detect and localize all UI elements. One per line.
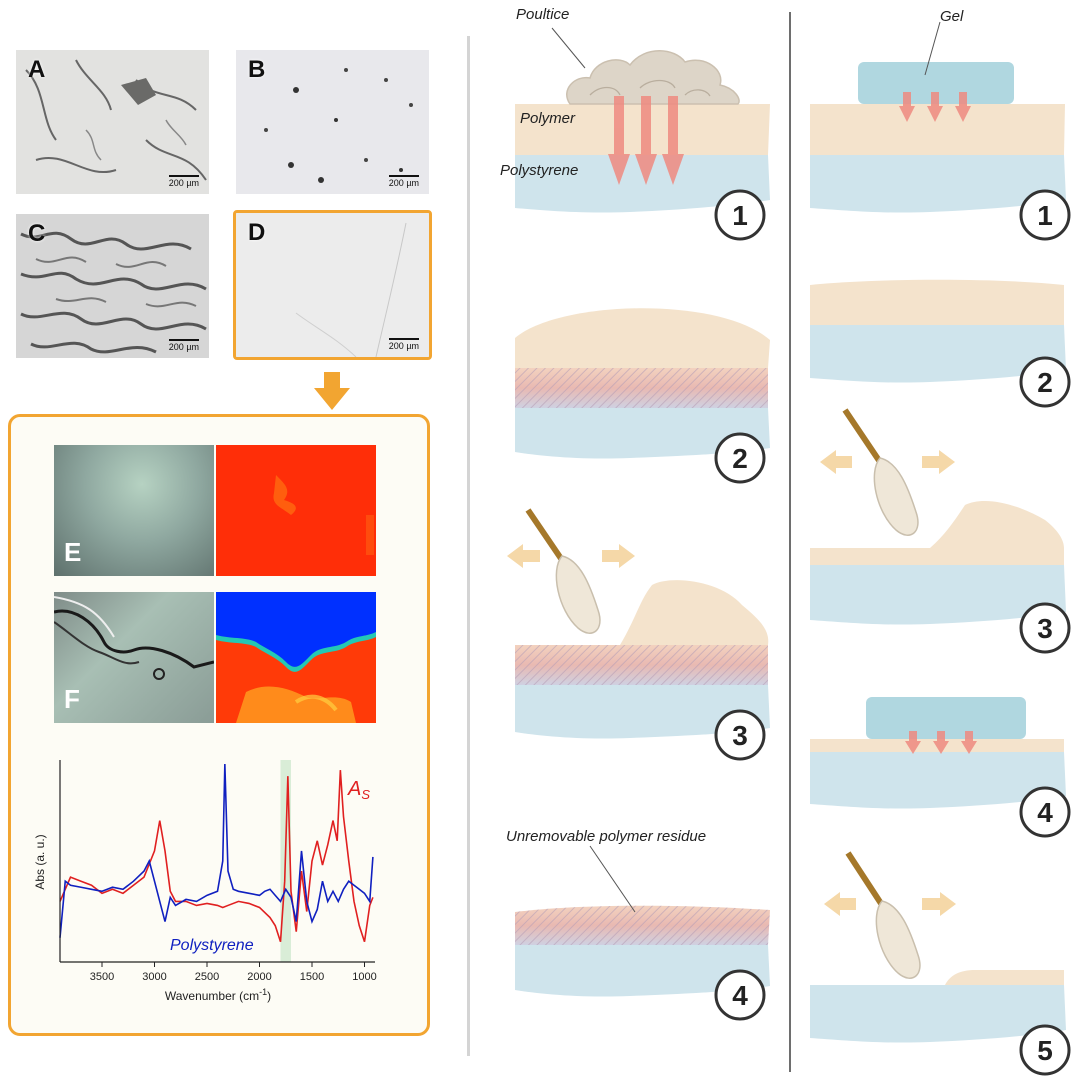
step-number-2: 2 <box>732 443 748 474</box>
polystyrene-label: Polystyrene <box>500 162 579 179</box>
image-f-optical-texture <box>54 596 214 680</box>
x-tick-label: 3000 <box>142 971 166 983</box>
series-red-label: AS <box>347 778 370 802</box>
image-e-map-texture <box>273 475 374 555</box>
x-axis-label: Wavenumber (cm-1) <box>165 987 271 1003</box>
micrograph-d-texture <box>236 213 429 357</box>
micrograph-b-letter: B <box>248 56 266 83</box>
series-blue-label: Polystyrene <box>170 937 254 954</box>
image-f-map-texture <box>216 592 376 723</box>
center-divider <box>789 12 791 1072</box>
left-divider <box>467 36 470 1056</box>
x-tick-label: 2500 <box>195 971 219 983</box>
micrograph-a: A 200 µm <box>16 50 209 194</box>
micrograph-c-texture <box>16 214 209 358</box>
micrograph-a-scalebar: 200 µm <box>169 175 199 188</box>
image-f-optical: F <box>54 592 214 723</box>
image-e-letter: E <box>64 537 82 567</box>
gel-step-number-2: 2 <box>1037 367 1053 398</box>
x-tick-label: 1000 <box>352 971 376 983</box>
residue-label: Unremovable polymer residue <box>506 828 707 845</box>
micrograph-b: B 200 µm <box>236 50 429 194</box>
micrograph-c-letter: C <box>28 220 46 247</box>
image-f-map <box>216 592 376 723</box>
ftir-spectrum-chart: 3500 3000 2500 2000 1500 1000 Abs (a. u.) Wav… <box>33 760 377 1003</box>
gel-step-number-1: 1 <box>1037 200 1053 231</box>
gel-step-2: 2 <box>810 279 1071 408</box>
gel-step-4: 4 <box>810 697 1071 838</box>
micrograph-a-texture <box>16 50 209 194</box>
micrograph-d-scalebar: 200 µm <box>389 338 419 351</box>
step-number-4: 4 <box>732 980 748 1011</box>
image-e-map <box>216 445 376 576</box>
image-e-optical: E <box>54 445 214 576</box>
gel-step-3: 3 <box>810 408 1071 654</box>
micrograph-b-texture <box>236 50 429 194</box>
poultice-step-4: 4 <box>515 845 770 1021</box>
step-number-3: 3 <box>732 720 748 751</box>
poultice-step-3: 3 <box>507 508 770 761</box>
image-f-letter: F <box>64 684 80 714</box>
gel-label: Gel <box>940 8 964 25</box>
gel-step-1: 1 <box>810 21 1071 241</box>
y-axis-label: Abs (a. u.) <box>33 834 47 889</box>
poultice-label: Poultice <box>516 6 570 23</box>
poultice-step-2: 2 <box>515 308 770 484</box>
micrograph-c-scalebar: 200 µm <box>169 339 199 352</box>
micrograph-c: C 200 µm <box>16 214 209 358</box>
series-line-polystyrene <box>59 764 374 938</box>
gel-step-number-3: 3 <box>1037 613 1053 644</box>
micrograph-d-letter: D <box>248 219 266 246</box>
x-tick-label: 2000 <box>247 971 271 983</box>
x-tick-label: 3500 <box>90 971 114 983</box>
polymer-label: Polymer <box>520 110 576 127</box>
micrograph-b-scalebar: 200 µm <box>389 175 419 188</box>
gel-diagram: 1 2 3 4 5 <box>810 21 1071 1076</box>
x-tick-label: 1500 <box>300 971 324 983</box>
micrograph-a-letter: A <box>28 56 46 83</box>
poultice-diagram: 1 2 3 4 <box>507 27 770 1021</box>
micrograph-d: D 200 µm <box>233 210 432 360</box>
poultice-step-1: 1 <box>515 27 770 241</box>
step-number-1: 1 <box>732 200 748 231</box>
down-arrow-icon <box>314 372 350 410</box>
gel-step-number-4: 4 <box>1037 797 1053 828</box>
series-line-as <box>59 770 374 943</box>
gel-step-number-5: 5 <box>1037 1035 1053 1066</box>
gel-step-5: 5 <box>810 851 1071 1076</box>
